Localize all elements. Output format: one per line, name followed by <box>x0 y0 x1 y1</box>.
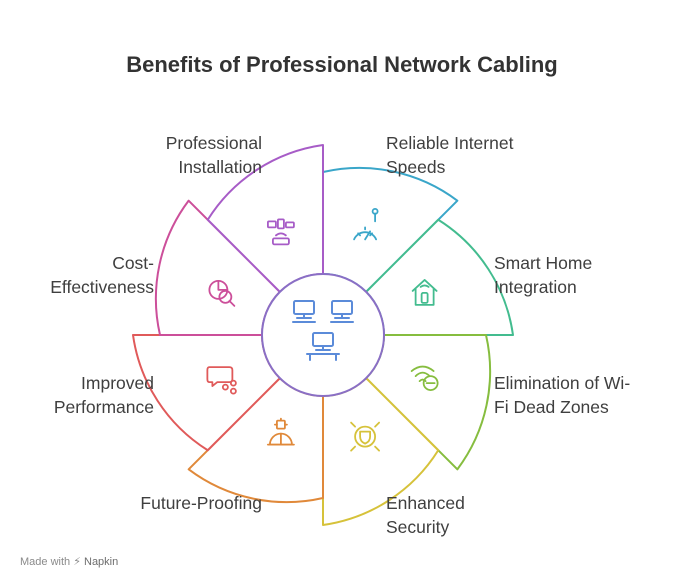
napkin-logo-icon: ⚡ <box>73 556 81 568</box>
speedometer-icon <box>353 207 379 241</box>
label-elimination-wifi-dead-zones: Elimination of Wi- Fi Dead Zones <box>494 373 631 417</box>
napkin-brand: Napkin <box>84 556 119 568</box>
smart-home-icon <box>411 279 438 306</box>
chart-search-icon <box>208 280 236 307</box>
page-title: Benefits of Professional Network Cabling <box>126 52 558 77</box>
label-smart-home-integration: Smart Home Integration <box>494 253 593 297</box>
hardhat-chip-icon <box>267 417 295 446</box>
center-hub <box>261 273 385 397</box>
chat-share-icon <box>206 366 237 395</box>
made-with-text: Made with <box>20 556 71 568</box>
label-enhanced-security: Enhanced Security <box>386 493 465 537</box>
wifi-minus-icon <box>410 365 439 391</box>
label-professional-installation: Professional Installation <box>165 133 262 177</box>
label-cost-effectiveness: Cost- Effectiveness <box>50 253 154 297</box>
network-workstations-icon <box>292 300 354 361</box>
label-improved-performance: Improved Performance <box>53 373 154 417</box>
label-reliable-internet-speeds: Reliable Internet Speeds <box>386 133 514 177</box>
label-future-proofing: Future-Proofing <box>140 493 262 513</box>
shield-icon <box>350 421 380 452</box>
devices-router-icon <box>267 218 295 246</box>
footer-credit: Made with ⚡ Napkin <box>20 555 118 568</box>
